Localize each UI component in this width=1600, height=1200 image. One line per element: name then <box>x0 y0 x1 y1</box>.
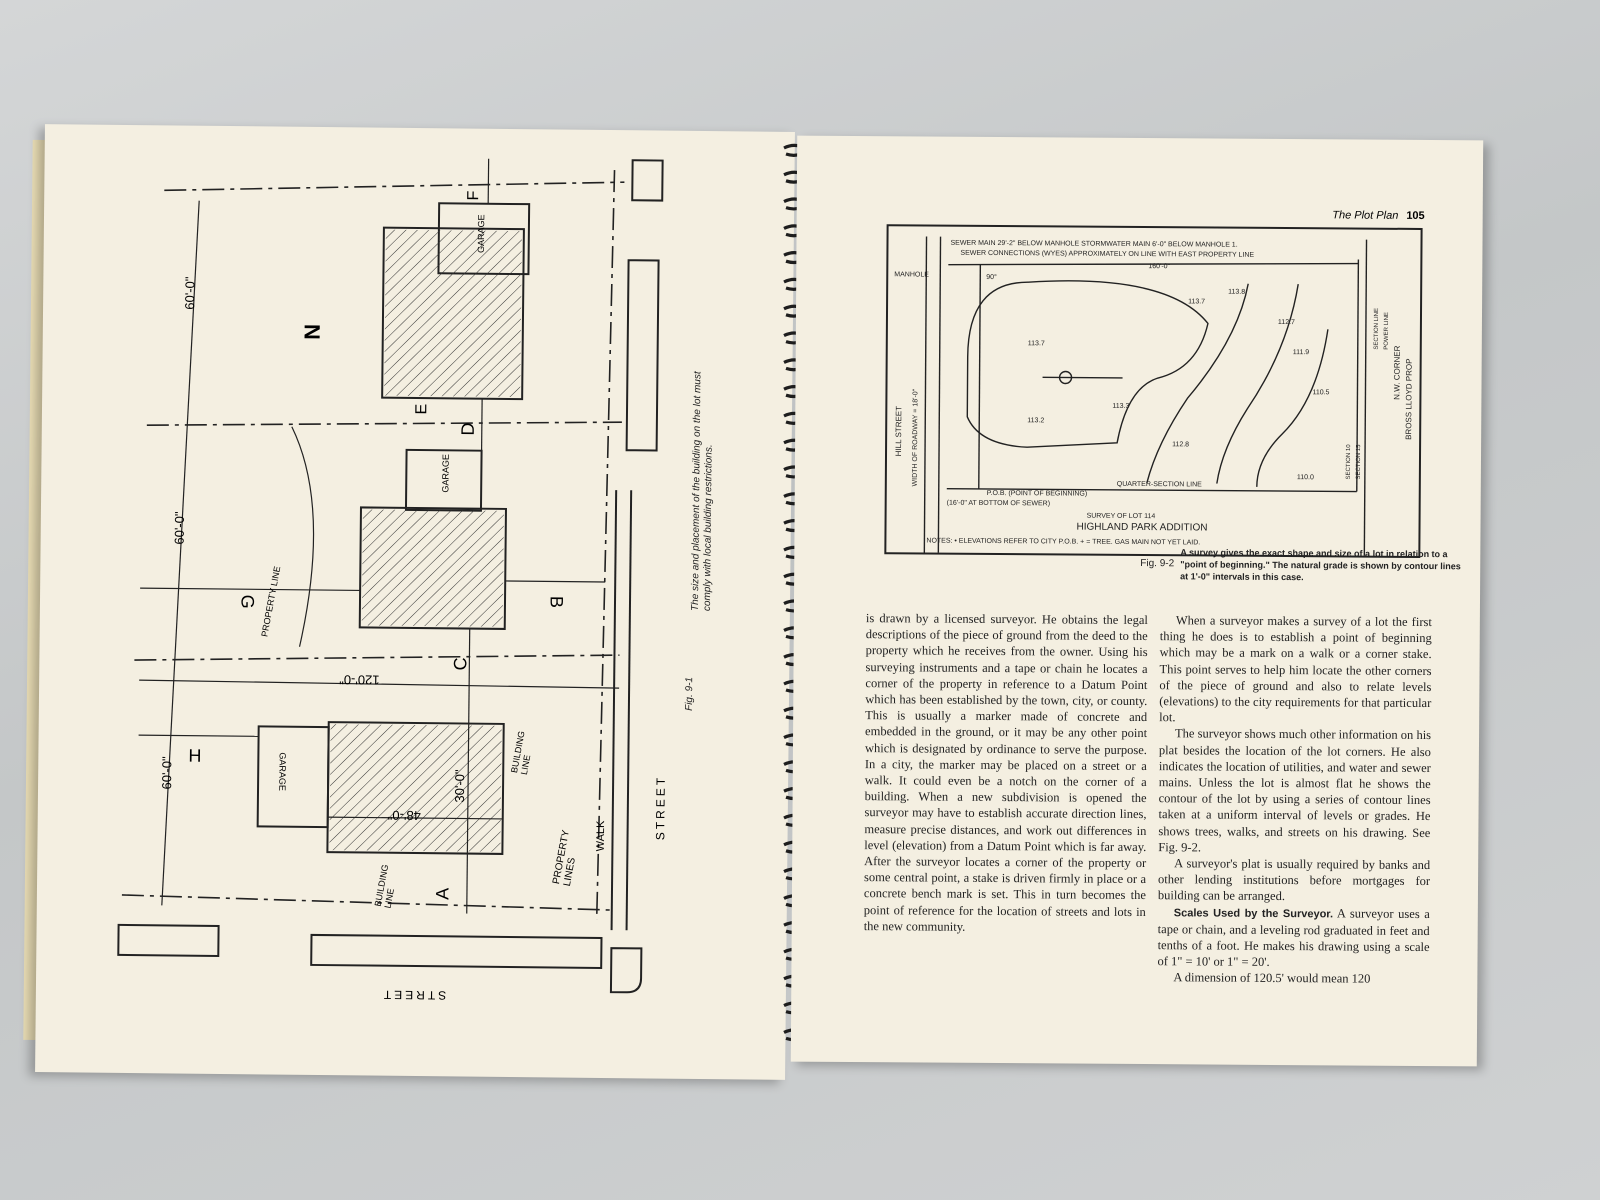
paragraph-scales: Scales Used by the Surveyor. A surveyor … <box>1157 904 1429 972</box>
letter-f: F <box>465 190 483 201</box>
walk-label: WALK <box>594 820 608 852</box>
property-line-front <box>595 170 616 920</box>
garage-label-middle: GARAGE <box>440 454 451 493</box>
dim-60-top: 60'-0" <box>182 276 198 310</box>
curb-block-right <box>625 259 660 452</box>
survey-notes: NOTES: • ELEVATIONS REFER TO CITY P.O.B.… <box>926 538 1200 547</box>
survey-elev-5: 111.9 <box>1293 349 1310 356</box>
survey-hill-street: HILL STREET <box>894 406 903 457</box>
survey-corner: N.W. CORNER <box>1392 345 1401 400</box>
survey-elev-4: 112.7 <box>1278 319 1295 326</box>
dim-line-60-ft <box>161 200 200 906</box>
property-line-leader <box>291 426 315 647</box>
dim-line-a <box>466 628 471 914</box>
paragraph-last: A dimension of 120.5' would mean 120 <box>1173 970 1371 987</box>
garage-label-bottom: GARAGE <box>277 752 288 791</box>
right-page: The Plot Plan 105 SEWER MAIN 29'-2" BELOW… <box>790 135 1484 1067</box>
fig-9-2-label: Fig. 9-2 <box>1140 558 1175 570</box>
survey-sewer-bottom: (16'-0" AT BOTTOM OF SEWER) <box>947 500 1050 508</box>
running-head: The Plot Plan 105 <box>1332 209 1424 222</box>
dim-line-d <box>480 398 483 451</box>
letter-a: A <box>432 887 453 900</box>
dim-line-120-ft <box>139 679 620 689</box>
survey-elev-7: 113.2 <box>1027 417 1044 424</box>
street-label-bottom: STREET <box>380 987 447 1003</box>
survey-elev-2: 113.8 <box>1228 289 1245 296</box>
fig-9-1-caption: The size and placement of the building o… <box>689 371 715 612</box>
fig-9-2-caption: A survey gives the exact shape and size … <box>1180 547 1461 583</box>
dim-120: 120'-0" <box>339 672 380 688</box>
text-column-left: is drawn by a licensed surveyor. He obta… <box>864 610 1148 936</box>
paragraph: When a surveyor makes a survey of a lot … <box>1159 613 1432 725</box>
survey-elev-9: 110.5 <box>1312 389 1329 396</box>
survey-section-line: SECTION LINE <box>1374 308 1380 350</box>
curb-corner <box>609 947 643 994</box>
curb-block-center <box>310 933 603 969</box>
fig-9-1-label: Fig. 9-1 <box>683 676 696 711</box>
page-number: 105 <box>1406 209 1425 222</box>
survey-bross: BROSS LLOYD PROP <box>1404 359 1414 440</box>
north-label: N <box>299 323 325 340</box>
survey-elev-6: 113.3 <box>1112 403 1129 410</box>
survey-power-line: POWER LINE <box>1384 312 1390 350</box>
survey-elev-3: 113.7 <box>1028 340 1045 347</box>
garage-bottom <box>256 725 330 829</box>
dim-line-b <box>505 580 606 583</box>
house-middle-hatch <box>361 509 504 627</box>
survey-roadway: WIDTH OF ROADWAY = 18'-0" <box>912 388 920 486</box>
dim-line-h <box>138 734 259 737</box>
paragraph: The surveyor shows much other informatio… <box>1158 726 1432 855</box>
paragraph: is drawn by a licensed surveyor. He obta… <box>863 611 1148 934</box>
survey-drawing: SEWER MAIN 29'-2" BELOW MANHOLE STORMWAT… <box>894 236 1414 556</box>
survey-line-1: SEWER MAIN 29'-2" BELOW MANHOLE STORMWAT… <box>950 240 1237 249</box>
dim-line-48 <box>327 816 503 820</box>
survey-addition: HIGHLAND PARK ADDITION <box>1076 522 1207 534</box>
letter-d: D <box>457 422 478 436</box>
dim-48: 48'-0" <box>387 807 421 824</box>
property-line-2 <box>146 421 622 426</box>
curb-block-top <box>631 159 664 202</box>
survey-section-10: SECTION 10 <box>1346 444 1352 480</box>
survey-figure: SEWER MAIN 29'-2" BELOW MANHOLE STORMWAT… <box>884 224 1423 558</box>
paragraph: A surveyor's plat is usually required by… <box>1157 856 1431 904</box>
property-line-bottom <box>121 894 612 911</box>
text-column-right: When a surveyor makes a survey of a lot … <box>1157 612 1432 988</box>
runin-heading: Scales Used by the Surveyor. <box>1173 906 1334 921</box>
left-page: N A B C D E F G H 60'-0" 60'-0" 60'-0" 1… <box>35 124 795 1080</box>
running-head-title: The Plot Plan <box>1332 209 1399 222</box>
survey-pob: P.O.B. (POINT OF BEGINNING) <box>987 490 1088 498</box>
letter-b: B <box>546 595 567 609</box>
letter-g: G <box>237 594 258 609</box>
survey-elev-8: 112.8 <box>1172 441 1189 448</box>
survey-manhole: MANHOLE <box>894 271 929 278</box>
survey-quarter-section: QUARTER-SECTION LINE <box>1117 481 1202 489</box>
survey-angle: 90° <box>986 273 997 281</box>
walk-line-inner <box>610 490 618 931</box>
walk-line-outer <box>625 490 633 931</box>
street-label-right: STREET <box>653 774 668 841</box>
survey-title: SURVEY OF LOT 114 <box>1087 513 1156 520</box>
letter-c: C <box>450 657 471 671</box>
dim-60-low: 60'-0" <box>159 756 175 790</box>
house-middle <box>358 506 507 630</box>
dim-30: 30'-0" <box>451 769 468 803</box>
house-bottom-hatch <box>329 724 502 852</box>
property-line-top <box>164 181 625 192</box>
house-top <box>381 226 525 401</box>
house-top-hatch <box>384 229 522 398</box>
plot-plan-drawing <box>117 158 664 994</box>
contour-114 <box>966 280 1209 448</box>
dim-60-mid: 60'-0" <box>171 511 187 545</box>
curb-block-left <box>117 923 220 957</box>
survey-line-2: SEWER CONNECTIONS (WYES) APPROXIMATELY O… <box>960 250 1254 259</box>
dim-line-g <box>140 587 361 592</box>
survey-elev-1: 113.7 <box>1188 298 1205 305</box>
survey-elev-10: 110.0 <box>1297 474 1314 481</box>
letter-e: E <box>413 403 431 415</box>
letter-h: H <box>188 745 202 766</box>
garage-label-top: GARAGE <box>475 214 487 253</box>
survey-dim-160: 160'-0" <box>1148 263 1170 270</box>
survey-section-15: SECTION 15 <box>1356 444 1362 480</box>
property-line-3 <box>134 654 620 661</box>
